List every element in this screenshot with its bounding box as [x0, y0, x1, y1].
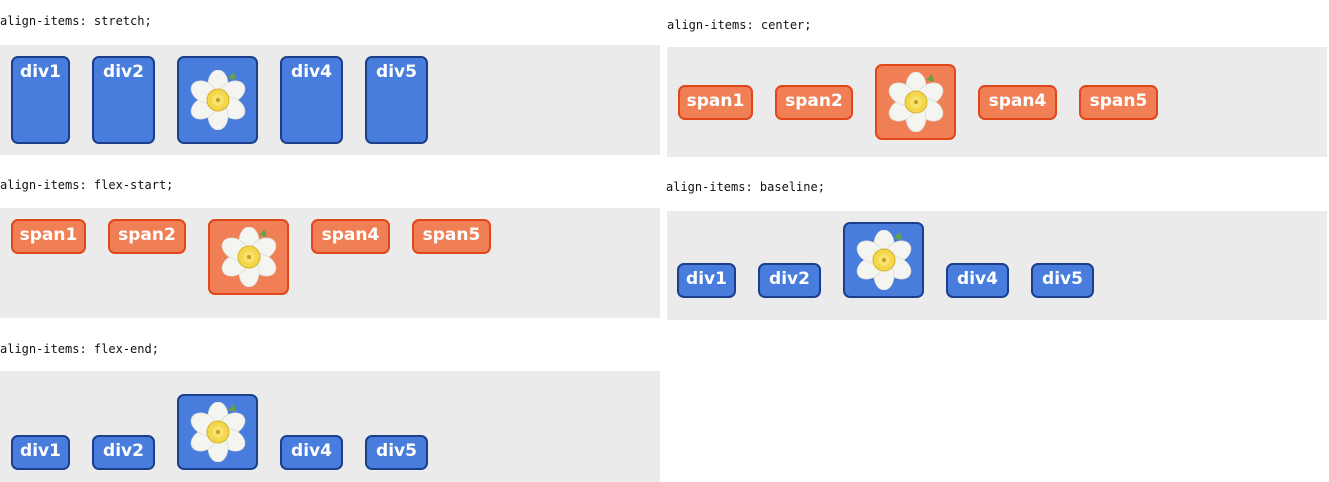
item-label: div4 [957, 269, 998, 289]
flex-container: div1 div2 div4 div5 [667, 211, 1327, 320]
item-label: span4 [321, 225, 380, 245]
item-label: div1 [20, 62, 61, 82]
flex-item-div2: div2 [92, 56, 155, 144]
flex-item-div5: div5 [1031, 263, 1094, 298]
demo-align-baseline: align-items: baseline; div1 div2 div4 di… [666, 170, 1327, 320]
demo-align-flex-start: align-items: flex-start; span1 span2 spa… [0, 168, 660, 318]
demo-align-center: align-items: center; span1 span2 span4 s… [667, 0, 1327, 158]
flex-item-span5: span5 [1079, 84, 1158, 120]
flex-item-span4: span4 [311, 219, 390, 254]
item-label: span2 [785, 90, 843, 111]
flex-item-span2: span2 [775, 84, 853, 120]
item-label: div5 [376, 441, 417, 461]
item-label: span5 [1089, 90, 1148, 111]
item-label: div1 [20, 441, 61, 461]
flex-item-div2: div2 [758, 263, 821, 298]
code-label: align-items: baseline; [666, 180, 825, 194]
item-label: div4 [291, 62, 332, 82]
flex-item-div5: div5 [365, 56, 428, 144]
item-label: div4 [291, 441, 332, 461]
item-label: div2 [769, 269, 810, 289]
daffodil-flower-icon [218, 227, 279, 287]
flex-item-span1: span1 [11, 219, 86, 254]
daffodil-flower-icon [885, 72, 946, 132]
item-label: span1 [686, 90, 745, 111]
daffodil-flower-icon [853, 230, 914, 290]
flex-item-image [177, 394, 258, 470]
demo-align-stretch: align-items: stretch; div1 div2 div4 div… [0, 0, 660, 155]
item-label: span1 [19, 225, 78, 245]
code-label: align-items: stretch; [0, 14, 152, 28]
flex-item-span5: span5 [412, 219, 491, 254]
code-label: align-items: flex-end; [0, 342, 159, 356]
flex-item-image [208, 219, 289, 295]
daffodil-flower-icon [187, 402, 248, 462]
flex-container: span1 span2 span4 span5 [667, 47, 1327, 157]
flex-item-div1: div1 [11, 435, 70, 470]
demo-align-flex-end: align-items: flex-end; div1 div2 div4 di… [0, 333, 660, 482]
flex-item-span2: span2 [108, 219, 186, 254]
flex-item-div4: div4 [280, 435, 343, 470]
flex-item-span1: span1 [678, 84, 753, 120]
item-label: span5 [422, 225, 481, 245]
item-label: div2 [103, 62, 144, 82]
code-label: align-items: center; [667, 18, 812, 32]
item-label: div1 [686, 269, 727, 289]
flex-item-span4: span4 [978, 84, 1057, 120]
item-label: div5 [1042, 269, 1083, 289]
flex-item-image [875, 64, 956, 140]
flex-item-image [843, 222, 924, 298]
flex-item-div2: div2 [92, 435, 155, 470]
code-label: align-items: flex-start; [0, 178, 174, 192]
flex-item-image [177, 56, 258, 144]
item-label: span4 [988, 90, 1047, 111]
flex-item-div4: div4 [946, 263, 1009, 298]
flex-item-div1: div1 [11, 56, 70, 144]
item-label: div5 [376, 62, 417, 82]
item-label: div2 [103, 441, 144, 461]
flex-container: div1 div2 div4 div5 [0, 45, 660, 155]
item-label: span2 [118, 225, 176, 245]
daffodil-flower-icon [187, 70, 248, 130]
flex-container: span1 span2 span4 span5 [0, 208, 660, 318]
flex-container: div1 div2 div4 div5 [0, 371, 660, 482]
flex-item-div1: div1 [677, 263, 736, 298]
flex-item-div5: div5 [365, 435, 428, 470]
flex-item-div4: div4 [280, 56, 343, 144]
